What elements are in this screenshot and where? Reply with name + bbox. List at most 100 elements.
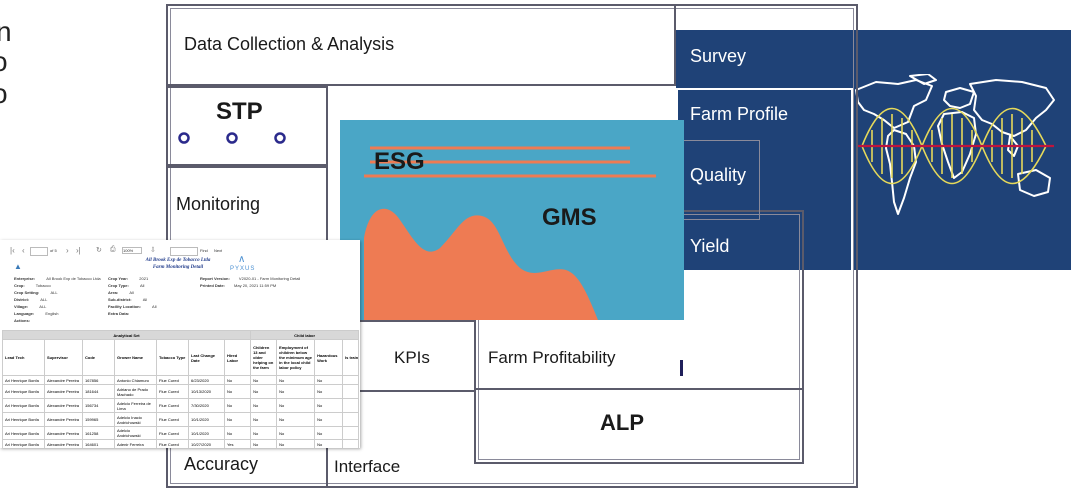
table-cell: No	[314, 375, 344, 385]
table-cell: Ari Henrique Bonfa	[2, 375, 45, 385]
print-icon[interactable]: ⎙	[110, 246, 116, 253]
first-page-icon[interactable]: |‹	[10, 246, 15, 255]
meta-key: Extra Data:	[108, 311, 130, 316]
table-cell: Adelcio Andrichowski	[114, 426, 157, 440]
table-cell: No	[223, 398, 252, 413]
table-cell: No	[223, 375, 252, 385]
table-cell: No	[250, 375, 278, 385]
meta-key: Facility Location:	[108, 304, 141, 309]
table-cell: No	[276, 412, 316, 427]
zoom-select[interactable]: 100%	[122, 247, 142, 254]
column-header[interactable]: Supervisor	[44, 339, 83, 376]
meta-key: Sub-district:	[108, 297, 132, 302]
table-cell: No	[276, 384, 316, 399]
data-collection-label: Data Collection & Analysis	[184, 34, 395, 54]
quality-frame	[676, 140, 760, 220]
table-cell: 164601	[82, 439, 115, 448]
table-cell: Ari Henrique Bonfa	[2, 426, 45, 440]
table-cell: No	[223, 384, 252, 399]
table-cell: Adelcio Ferreira de Lima	[114, 398, 157, 413]
report-title: All Brook Exp de Tobacco Ltda	[145, 258, 211, 263]
brand-logo: ∧	[238, 254, 246, 265]
meta-value: Tobacco	[35, 283, 51, 288]
table-cell: No	[223, 426, 252, 440]
table-cell: 10/13/2020	[188, 384, 225, 399]
column-header[interactable]: Last Change Date	[188, 339, 225, 376]
column-header[interactable]: Lead Tech	[2, 339, 45, 376]
prev-page-icon[interactable]: ‹	[22, 246, 25, 255]
find-link[interactable]: Find	[200, 248, 208, 253]
table-cell: No	[250, 426, 278, 440]
meta-value: ALL	[39, 304, 47, 309]
table-cell: No	[276, 398, 316, 413]
column-header[interactable]: Hazardous Work	[314, 339, 344, 376]
meta-key: Crop Type:	[108, 283, 129, 288]
next-page-icon[interactable]: ›	[66, 246, 69, 255]
meta-key: District:	[14, 297, 30, 302]
table-cell: 167856	[82, 375, 115, 385]
esg-label: ESG	[374, 148, 425, 175]
report-toolbar: |‹ ‹ of 5 › ›| ↻ ⎙ 100% ⇩ Find Next	[2, 246, 242, 256]
meta-key: Language:	[14, 311, 35, 316]
meta-right: Report Version: V2020-01 - Farm Monitori…	[200, 276, 350, 290]
meta-key: Enterprise:	[14, 276, 36, 281]
table-cell: No	[276, 426, 316, 440]
refresh-icon[interactable]: ↻	[96, 247, 102, 254]
next-link[interactable]: Next	[214, 248, 223, 253]
table-cell: Flue Cured	[156, 439, 189, 448]
survey-label: Survey	[690, 46, 747, 66]
table-cell: Flue Cured	[156, 426, 189, 440]
meta-left: Enterprise: All Brook Exp de Tobacco Ltd…	[14, 276, 104, 325]
table-cell: Adelcio Inacio Andrichowski	[114, 412, 157, 427]
table-cell: Alexandre Pereira	[44, 412, 83, 427]
table-cell	[342, 426, 360, 440]
meta-key: Village:	[14, 304, 29, 309]
farm-profitability-label: Farm Profitability	[488, 348, 616, 367]
meta-key: Actions:	[14, 318, 30, 323]
column-header[interactable]: Employment of children below the minimum…	[276, 339, 316, 376]
table-cell	[342, 412, 360, 427]
column-header[interactable]: Grower Name	[114, 339, 157, 376]
analytical-set-header: Analytical Set	[1, 330, 252, 340]
meta-value: 2021	[139, 276, 149, 281]
meta-value: English	[45, 311, 59, 316]
table-cell: No	[314, 398, 344, 413]
table-cell: Flue Cured	[156, 412, 189, 427]
column-header[interactable]: Tobacco Type	[156, 339, 189, 376]
table-cell: Ari Henrique Bonfa	[2, 398, 45, 413]
table-cell: Adenir Ferreira	[114, 439, 157, 448]
find-input[interactable]	[170, 247, 198, 256]
meta-key: Area:	[108, 290, 119, 295]
survey-divider	[676, 88, 851, 90]
column-header[interactable]: Is training provided to people under the…	[342, 339, 360, 376]
table-cell: Flue Cured	[156, 375, 189, 385]
last-page-icon[interactable]: ›|	[76, 246, 81, 255]
alp-divider	[474, 388, 804, 390]
table-cell: No	[223, 412, 252, 427]
table-cell: Antonio Chiamuro	[114, 375, 157, 385]
column-header[interactable]: Hired Labor	[223, 339, 252, 376]
table-cell: Ari Henrique Bonfa	[2, 384, 45, 399]
meta-mid: Crop Year: 2021 Crop Type: All Area: All…	[108, 276, 188, 318]
column-header[interactable]: Children 13 and older helping on the far…	[250, 339, 278, 376]
monitoring-label: Monitoring	[176, 194, 261, 214]
page-input[interactable]	[30, 247, 48, 256]
export-icon[interactable]: ⇩	[150, 247, 156, 254]
table-cell: No	[250, 398, 278, 413]
meta-value: All	[129, 290, 134, 295]
alp-label: ALP	[600, 410, 644, 435]
left-edge-glyph: o	[0, 46, 8, 78]
table-cell: No	[250, 384, 278, 399]
meta-key: Crop Year:	[108, 276, 129, 281]
column-header[interactable]: Code	[82, 339, 115, 376]
table-cell: 10/1/2020	[188, 426, 225, 440]
table-cell: No	[276, 375, 316, 385]
meta-key: Printed Date:	[200, 283, 225, 288]
child-labor-header: Child labor	[250, 330, 360, 340]
world-map-icon	[855, 74, 1055, 215]
gms-label: GMS	[542, 204, 597, 231]
table-cell: No	[250, 439, 278, 448]
table-cell	[342, 375, 360, 385]
